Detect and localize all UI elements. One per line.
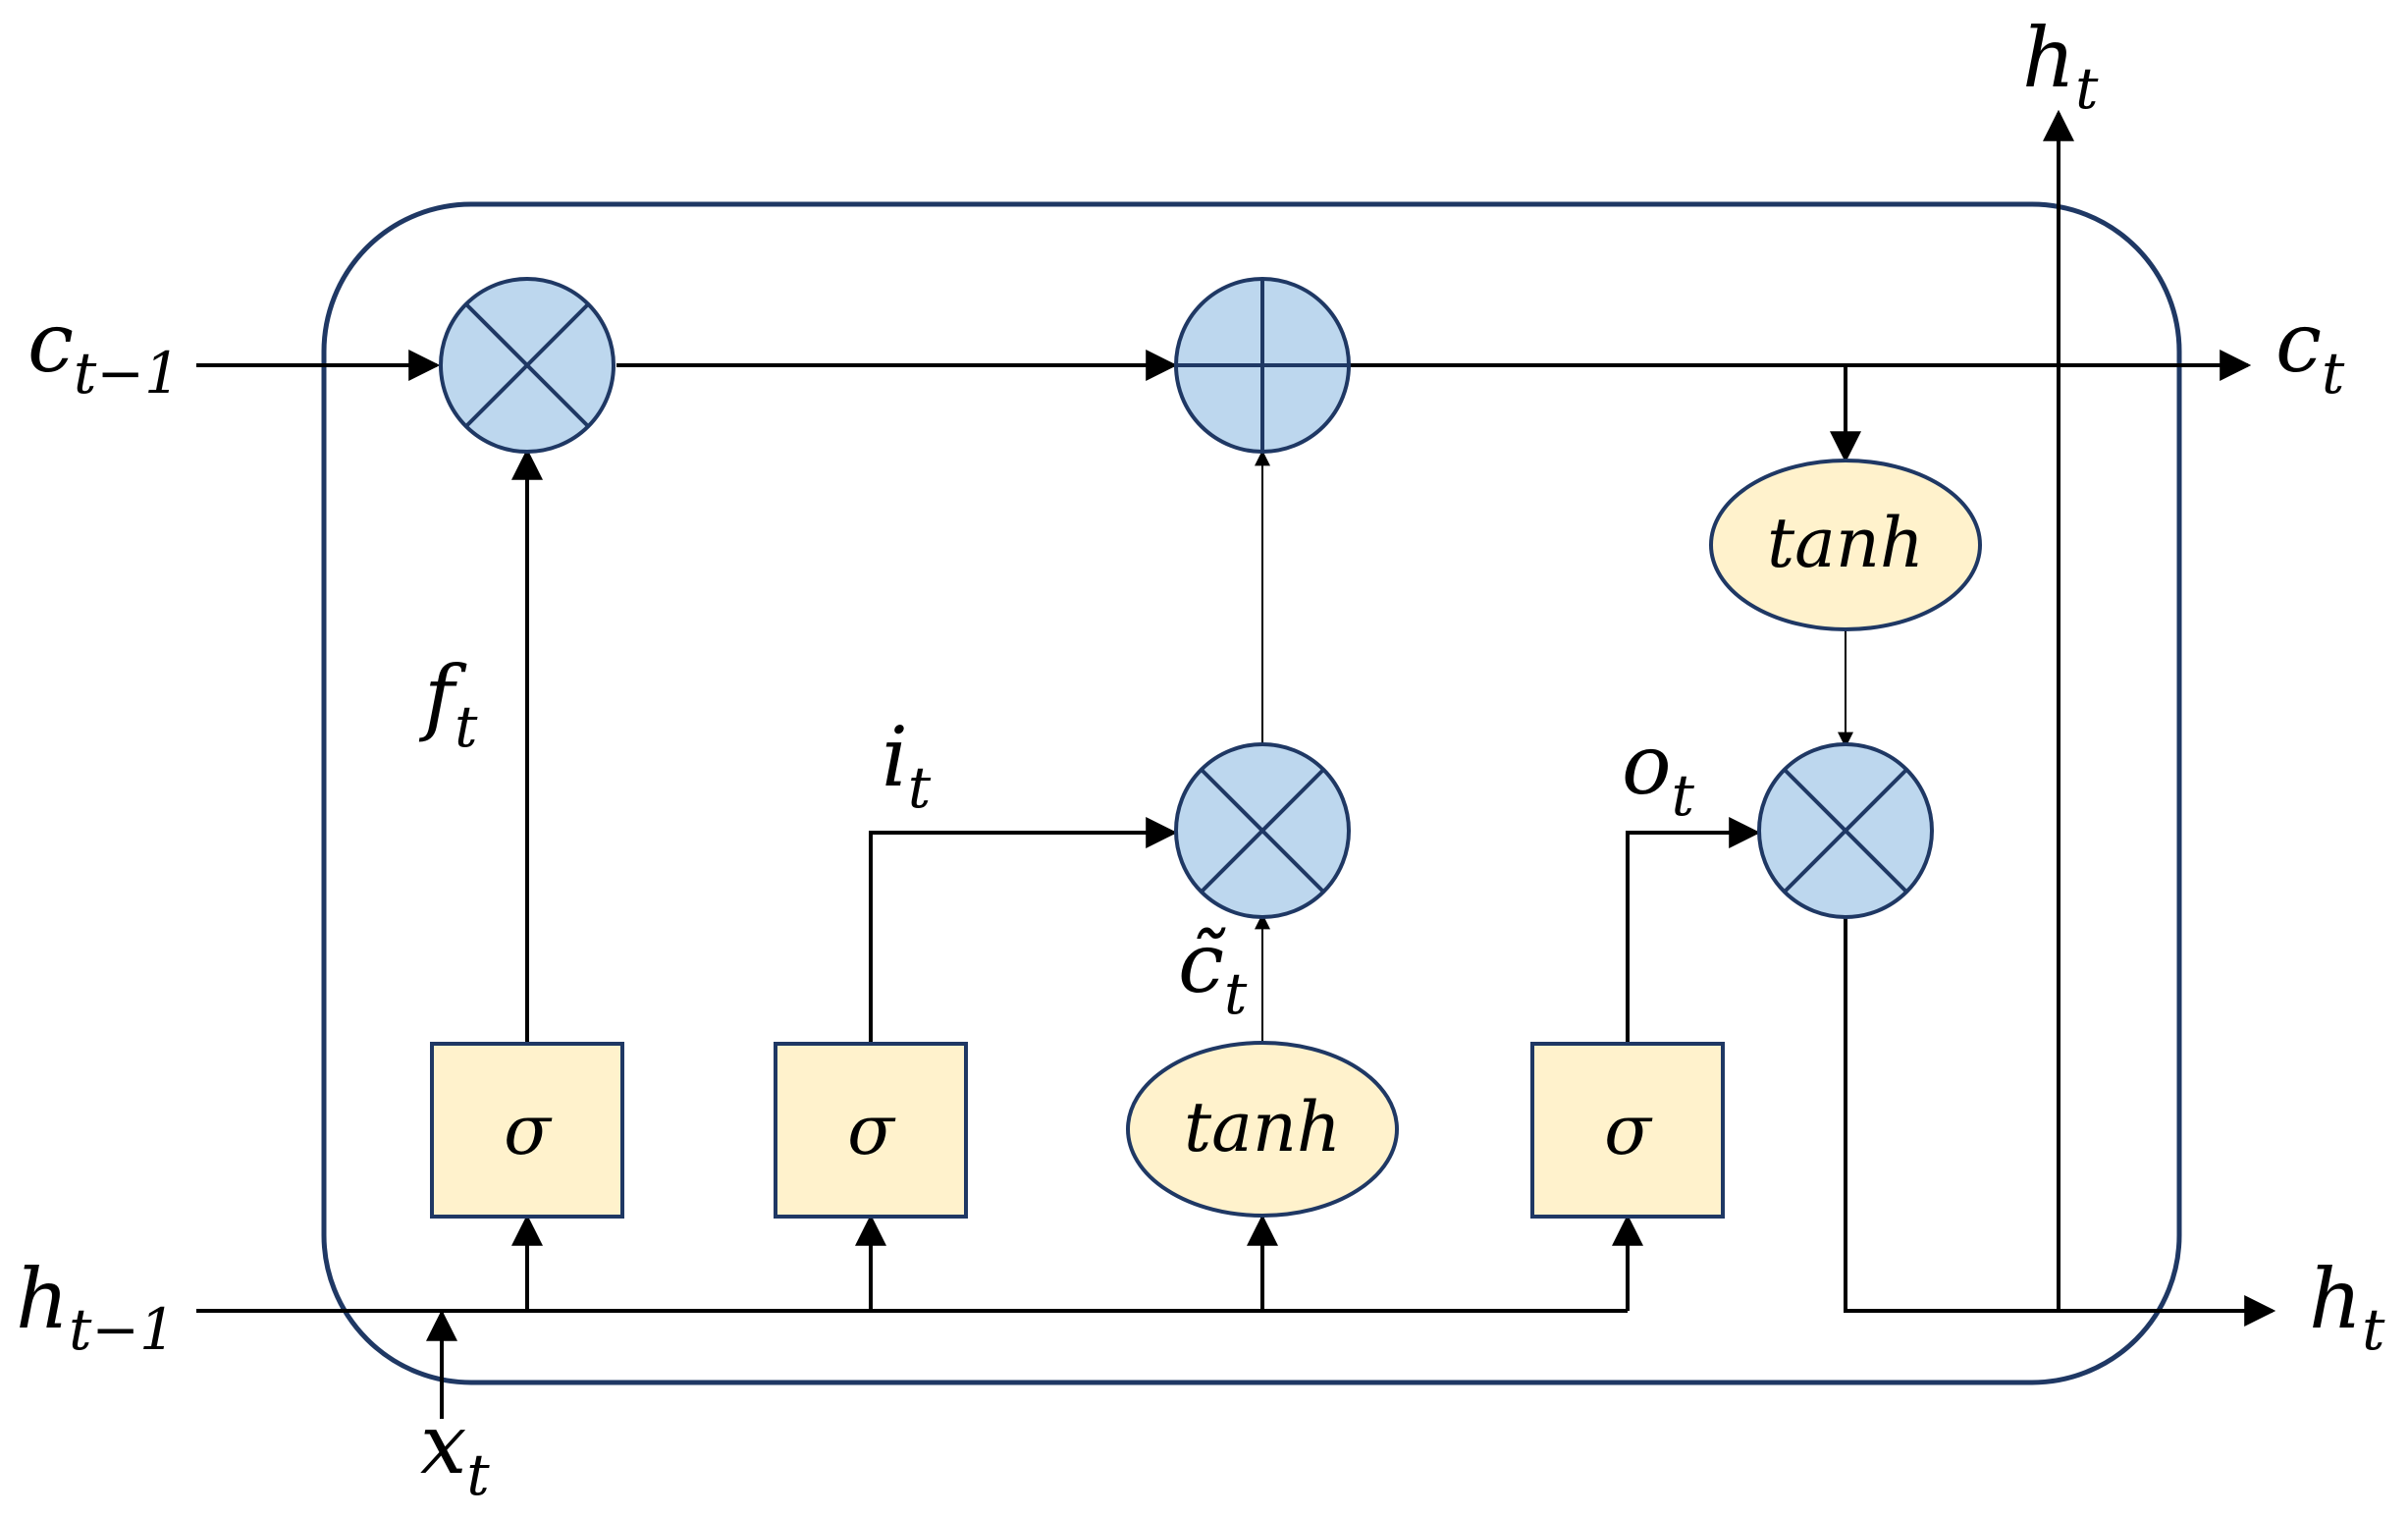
forget-multiply-op (439, 277, 615, 454)
input-sigma-label: σ (847, 1090, 896, 1170)
input-multiply-op (1174, 742, 1351, 919)
c-next-label: ct (2275, 295, 2345, 407)
h-top-label: ht (2022, 10, 2099, 122)
x-input-label: xt (420, 1396, 490, 1508)
candidate-tanh-label: tanh (1184, 1087, 1341, 1167)
h-next-label: ht (2309, 1251, 2385, 1363)
cell-boundary (321, 201, 2182, 1385)
cell-tanh-label: tanh (1767, 503, 1924, 583)
output-sigma-gate: σ (1530, 1042, 1725, 1219)
hidden-out-line (1844, 918, 2276, 1327)
forget-sigma-gate: σ (430, 1042, 624, 1219)
forget-sigma-label: σ (504, 1090, 553, 1170)
output-gate-label: ot (1622, 717, 1695, 829)
candidate-label: c̃t (1178, 915, 1248, 1027)
output-sigma-label: σ (1604, 1090, 1653, 1170)
cell-add-op (1174, 277, 1351, 454)
output-multiply-op (1757, 742, 1934, 919)
input-sigma-gate: σ (774, 1042, 968, 1219)
h-prev-label: ht−1 (16, 1251, 176, 1363)
output-gate-arrow (1626, 817, 1761, 1043)
candidate-tanh-gate: tanh (1126, 1041, 1399, 1218)
forget-gate-label: ft (418, 648, 478, 760)
input-gate-label: it (882, 709, 932, 821)
c-prev-label: ct−1 (27, 295, 181, 407)
input-gate-arrow (869, 817, 1178, 1043)
cell-tanh-gate: tanh (1709, 459, 1982, 631)
